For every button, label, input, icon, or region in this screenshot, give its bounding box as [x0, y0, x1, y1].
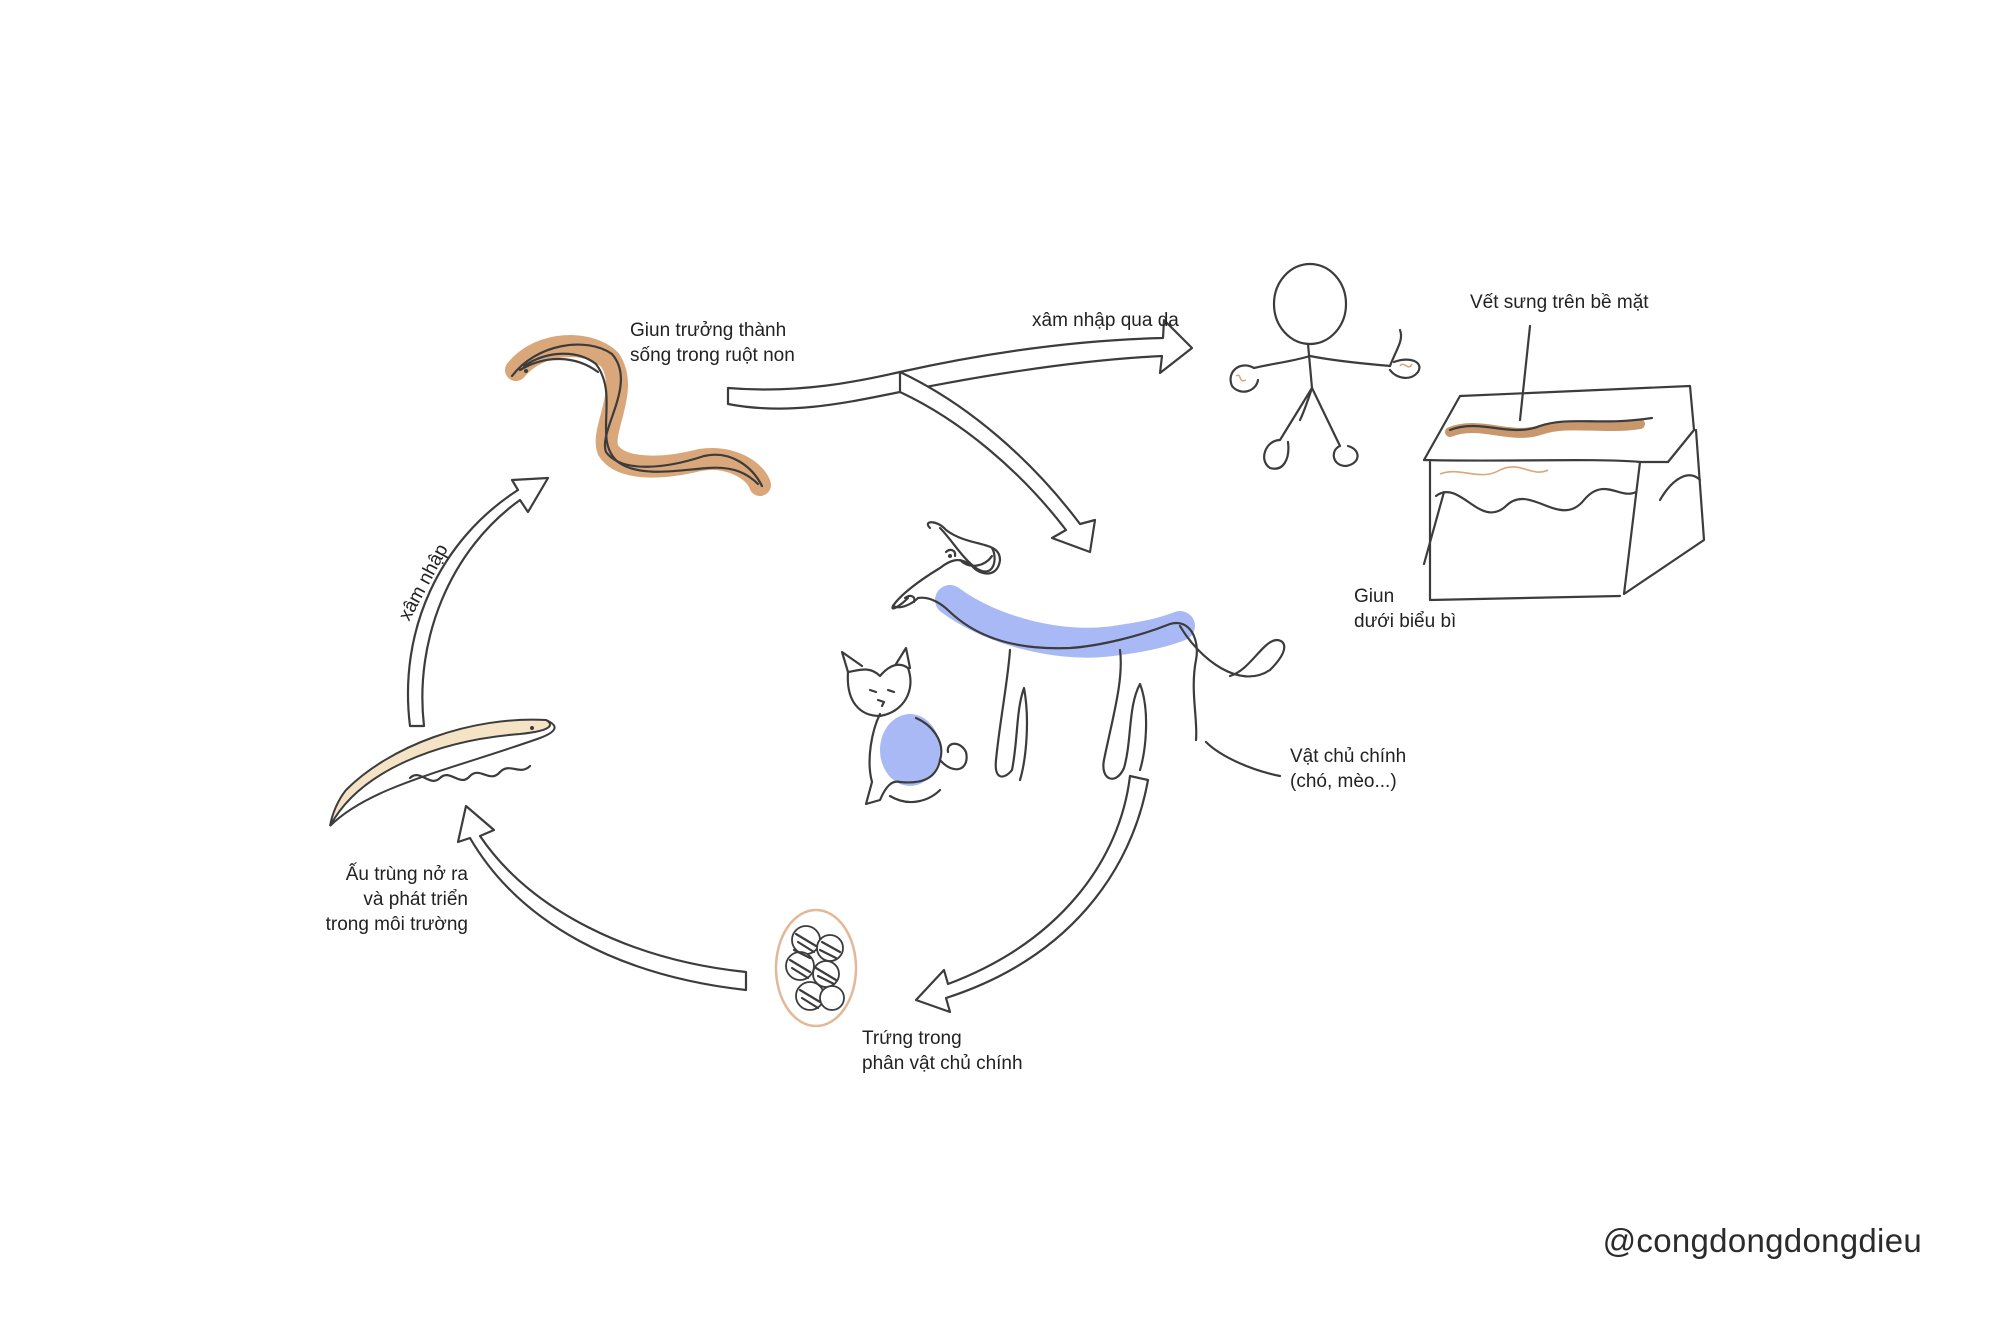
larva-to-adult-arrow: [406, 476, 550, 728]
skin-block-illustration: [1422, 324, 1706, 602]
main-host-label: Vật chủ chính (chó, mèo...): [1290, 746, 1407, 792]
eggs-illustration: [774, 908, 858, 1028]
larva-label: Ấu trùng nở ra và phát triển trong môi t…: [325, 864, 468, 935]
worm-under-epidermis-label: Giun dưới biểu bì: [1354, 586, 1457, 632]
eggs-label: Trứng trong phân vật chủ chính: [862, 1028, 1023, 1074]
watermark: @congdongdongdieu: [1602, 1222, 1922, 1259]
skin-penetration-label: xâm nhập qua da: [1032, 310, 1179, 331]
adult-worm-illustration: [505, 335, 771, 496]
main-host-pointer: [1204, 740, 1282, 778]
eggs-to-larva-arrow: [456, 804, 748, 992]
dog-illustration: [891, 521, 1286, 782]
dog-infection-arrow: [898, 370, 1097, 554]
human-figure-illustration: [1229, 262, 1421, 470]
cat-illustration: [840, 646, 968, 806]
adult-worm-label: Giun trưởng thành sống trong ruột non: [630, 320, 795, 366]
dog-to-eggs-arrow: [914, 774, 1150, 1014]
skin-penetration-arrow: [726, 318, 1194, 410]
larva-illustration: [329, 718, 556, 827]
swelling-label: Vết sưng trên bề mặt: [1470, 292, 1649, 313]
